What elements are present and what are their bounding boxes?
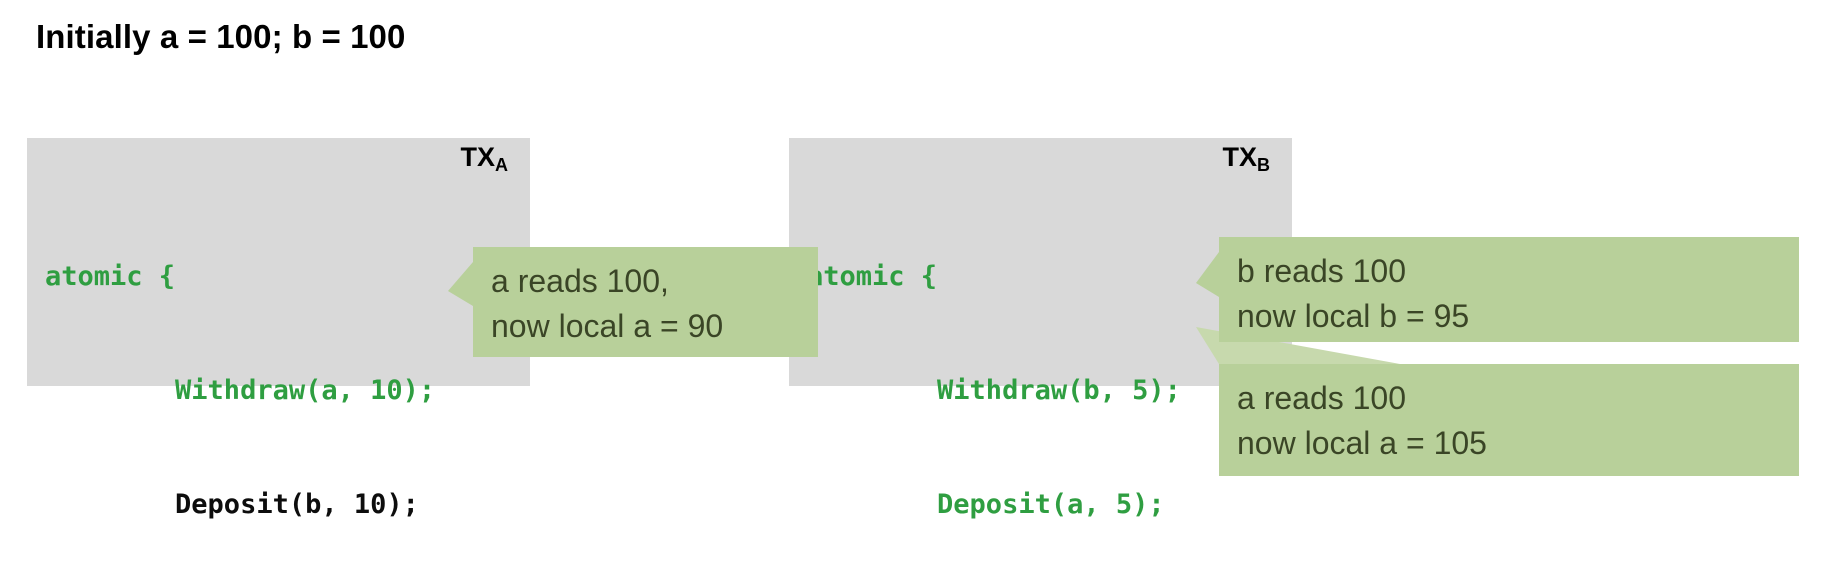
code-line: Deposit(b, 10);: [45, 489, 419, 520]
callout-line: now local b = 95: [1237, 298, 1470, 334]
transaction-label-subscript: A: [495, 155, 508, 175]
transaction-label-tx-b: TXB: [1222, 142, 1270, 175]
transaction-label-main: TX: [460, 142, 495, 172]
transaction-label-subscript: B: [1257, 155, 1270, 175]
callout-line: a reads 100,: [491, 263, 669, 299]
code-line: atomic {: [45, 261, 176, 292]
page-title: Initially a = 100; b = 100: [36, 18, 406, 55]
transaction-box-tx-a: TXA atomic { Withdraw(a, 10); Deposit(b,…: [27, 138, 530, 520]
code-line: atomic {: [807, 261, 938, 292]
transaction-label-main: TX: [1222, 142, 1257, 172]
callout-line: now local a = 105: [1237, 425, 1487, 461]
callout-tx-a-read: a reads 100, now local a = 90: [473, 247, 818, 357]
callout-tx-b-read-a: a reads 100 now local a = 105: [1219, 364, 1799, 476]
code-line: Withdraw(b, 5);: [807, 375, 1181, 406]
callout-line: b reads 100: [1237, 253, 1407, 289]
code-block-tx-b: atomic { Withdraw(b, 5); Deposit(a, 5); …: [807, 182, 1181, 565]
transaction-label-tx-a: TXA: [460, 142, 508, 175]
callout-line: a reads 100: [1237, 380, 1407, 416]
code-line: Withdraw(a, 10);: [45, 375, 436, 406]
callout-line: now local a = 90: [491, 308, 724, 344]
callout-tx-b-read-b: b reads 100 now local b = 95: [1219, 237, 1799, 342]
code-line: Deposit(a, 5);: [807, 489, 1165, 520]
code-block-tx-a: atomic { Withdraw(a, 10); Deposit(b, 10)…: [45, 182, 435, 565]
transaction-box-tx-b: TXB atomic { Withdraw(b, 5); Deposit(a, …: [789, 138, 1292, 520]
